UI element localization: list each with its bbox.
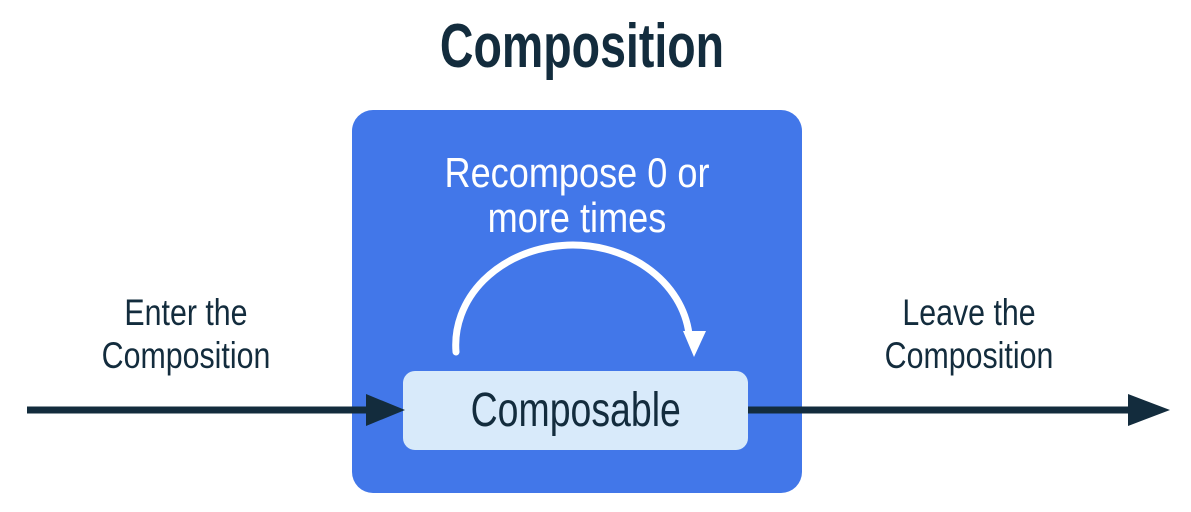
diagram-title: Composition <box>439 12 725 81</box>
recompose-note: Recompose 0 or more times <box>384 150 771 240</box>
enter-label-line2: Composition <box>101 335 271 376</box>
composable-label: Composable <box>470 384 681 437</box>
leave-label-line2: Composition <box>884 335 1054 376</box>
enter-label: Enter the Composition <box>63 291 309 377</box>
composable-box: Composable <box>403 371 748 450</box>
recompose-note-line2: more times <box>487 194 667 241</box>
recompose-note-line1: Recompose 0 or <box>444 149 710 196</box>
leave-label-line1: Leave the <box>902 292 1036 333</box>
leave-arrow-head-icon <box>1128 394 1170 426</box>
composition-box: Recompose 0 or more times Composable <box>352 110 802 493</box>
leave-label: Leave the Composition <box>846 291 1092 377</box>
enter-label-line1: Enter the <box>124 292 248 333</box>
